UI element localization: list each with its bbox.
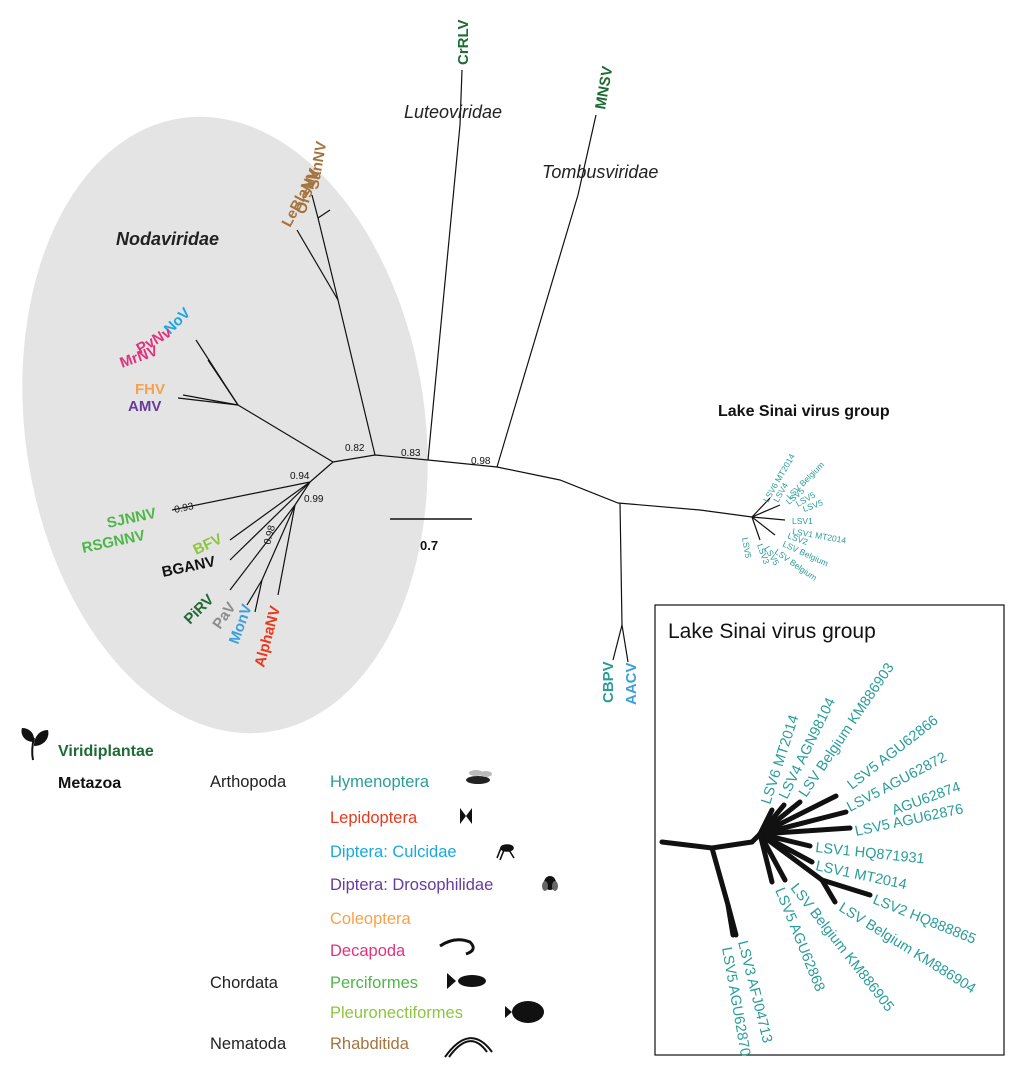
branch-mnsv (577, 114, 597, 196)
branch-crlv (459, 69, 463, 126)
plant-icon (21, 728, 49, 761)
branch-bganv (229, 481, 311, 561)
inset-branch-lsv5a (757, 793, 839, 837)
taxon-cbpv: CBPV (600, 661, 617, 703)
branch-pav (246, 579, 263, 606)
branch-sannv (311, 194, 319, 219)
branch-noda-upper (337, 299, 376, 456)
legend-phylum-nematoda: Nematoda (210, 1035, 287, 1053)
branch-lsv-a (751, 497, 771, 518)
legend-order-coleoptera: Coleoptera (330, 910, 412, 928)
branch-amv (177, 397, 239, 406)
support-093: 0.93 (173, 501, 195, 516)
branch-bfv (229, 481, 311, 541)
taxon-fhv: FHV (135, 381, 165, 398)
support-082: 0.82 (345, 443, 365, 454)
legend-metazoa: Metazoa (58, 775, 121, 792)
branch-lsv-b (751, 504, 781, 518)
support-099: 0.99 (304, 494, 324, 505)
nematode-icon (444, 1037, 493, 1058)
legend-order-culicidae: Diptera: Culcidae (330, 843, 457, 861)
fish-icon (447, 973, 486, 989)
fruit-fly-icon (542, 876, 558, 891)
support-083: 0.83 (401, 448, 421, 459)
branch-lower-stem (294, 481, 311, 506)
inset-title: Lake Sinai virus group (668, 620, 876, 643)
lsv-inset: Lake Sinai virus group LSV6 MT2014 LSV4 … (654, 604, 1005, 1057)
branch-cbpv (612, 624, 623, 661)
branch-pirv (229, 504, 296, 591)
inset-branch-lsv5d (757, 831, 775, 885)
branch-alphanv (277, 504, 296, 596)
inset-branch-lsv5e (725, 902, 739, 938)
clade-label-tombusviridae: Tombusviridae (542, 162, 658, 182)
nodaviridae-shading (22, 116, 428, 734)
support-values: 0.82 0.83 0.98 0.94 0.93 0.99 0.98 (173, 443, 491, 546)
branch-aacv (621, 624, 629, 663)
branch-pvnv (207, 359, 239, 406)
inset-branch-lsv5b (757, 809, 849, 837)
bee-icon (466, 770, 492, 784)
legend-order-perciformes: Perciformes (330, 974, 418, 992)
main-tree-branches (171, 69, 786, 663)
mini-lsv-label-g: LSV1 (792, 516, 813, 526)
support-094: 0.94 (290, 471, 310, 482)
legend-phylum-arthropoda: Arthopoda (210, 773, 287, 791)
taxon-aacv: AACV (623, 662, 640, 705)
branch-lsv-d (751, 516, 776, 536)
branch-lsv-e (751, 516, 761, 541)
branch-cbpv-stem (619, 502, 623, 626)
branch-orsnv-sannv (317, 217, 339, 301)
scale-bar-label: 0.7 (420, 538, 438, 553)
taxon-crlv: CrRLV (455, 19, 472, 65)
taxon-mnsv: MNSV (592, 65, 616, 111)
legend-order-decapoda: Decapoda (330, 942, 406, 960)
legend: Viridiplantae Metazoa Arthopoda Chordata… (21, 728, 558, 1058)
branch-noda-mid (237, 404, 334, 463)
butterfly-icon (460, 808, 472, 824)
branch-backbone (332, 454, 753, 518)
inset-branch-bel2 (819, 877, 838, 905)
branch-orsnv (317, 209, 331, 219)
support-098b: 0.98 (262, 524, 278, 546)
clade-label-nodaviridae: Nodaviridae (116, 229, 219, 249)
flatfish-icon (505, 1001, 544, 1023)
legend-viridiplantae: Viridiplantae (58, 743, 154, 760)
legend-phylum-chordata: Chordata (210, 974, 279, 992)
taxon-amv: AMV (128, 398, 161, 415)
branch-monv (254, 579, 263, 613)
branch-lsv-c (751, 516, 786, 521)
clade-label-luteoviridae: Luteoviridae (404, 102, 502, 122)
branch-lebianv (296, 229, 339, 301)
mini-lsv-label-n: LSV5 (740, 537, 754, 559)
inset-tree-branches (659, 793, 873, 938)
legend-order-pleuronectiformes: Pleuronectiformes (330, 1004, 463, 1022)
shrimp-icon (439, 938, 475, 956)
branch-luteoviridae (427, 124, 461, 461)
legend-order-drosophilidae: Diptera: Drosophilidae (330, 876, 493, 894)
clade-label-lsv-group: Lake Sinai virus group (718, 403, 890, 420)
mosquito-icon (496, 844, 515, 861)
branch-tombusviridae (496, 194, 579, 468)
support-098: 0.98 (471, 456, 491, 467)
inset-branch-lsv5c (757, 825, 853, 837)
branch-noda-main (309, 461, 334, 483)
legend-order-rhabditida: Rhabditida (330, 1035, 410, 1053)
branch-pav-monv (261, 504, 296, 581)
branch-sjnnv (171, 481, 311, 511)
legend-order-hymenoptera: Hymenoptera (330, 773, 430, 791)
legend-order-lepidoptera: Lepidoptera (330, 809, 418, 827)
